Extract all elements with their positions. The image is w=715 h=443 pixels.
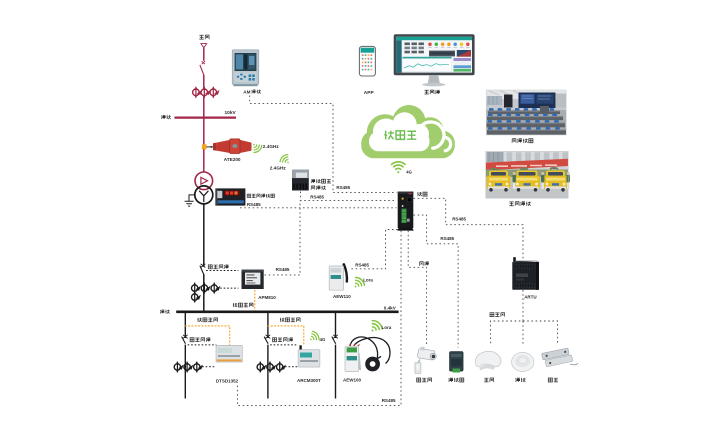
svg-text:2.4GHz: 2.4GHz xyxy=(263,144,280,149)
svg-text:ARTU: ARTU xyxy=(524,295,537,300)
svg-text:RS485: RS485 xyxy=(247,202,261,207)
svg-text:RS485: RS485 xyxy=(382,398,396,403)
svg-text:10kV: 10kV xyxy=(225,110,237,116)
svg-text:RS485: RS485 xyxy=(452,217,466,222)
svg-text:AEW100: AEW100 xyxy=(343,377,362,382)
svg-text:ARCM300T: ARCM300T xyxy=(297,378,321,383)
svg-text:RS485: RS485 xyxy=(276,267,290,272)
svg-text:ATE200: ATE200 xyxy=(224,157,241,162)
svg-text:0.4kV: 0.4kV xyxy=(384,305,397,310)
svg-text:APM810: APM810 xyxy=(258,295,276,300)
svg-text:Lora: Lora xyxy=(382,325,392,330)
svg-text:Lora: Lora xyxy=(363,278,373,283)
svg-text:APP: APP xyxy=(364,90,375,96)
svg-text:RS485: RS485 xyxy=(310,194,324,199)
svg-text:AM: AM xyxy=(243,89,250,94)
svg-text:DTSD1352: DTSD1352 xyxy=(216,378,239,383)
svg-text:RS485: RS485 xyxy=(440,236,454,241)
svg-text:4G: 4G xyxy=(406,170,412,175)
svg-text:RS485: RS485 xyxy=(355,262,369,267)
svg-text:2.4GHz: 2.4GHz xyxy=(270,165,287,170)
svg-text:RS485: RS485 xyxy=(336,185,350,190)
svg-text:AEW110: AEW110 xyxy=(333,294,351,299)
svg-text:4G: 4G xyxy=(320,337,326,342)
